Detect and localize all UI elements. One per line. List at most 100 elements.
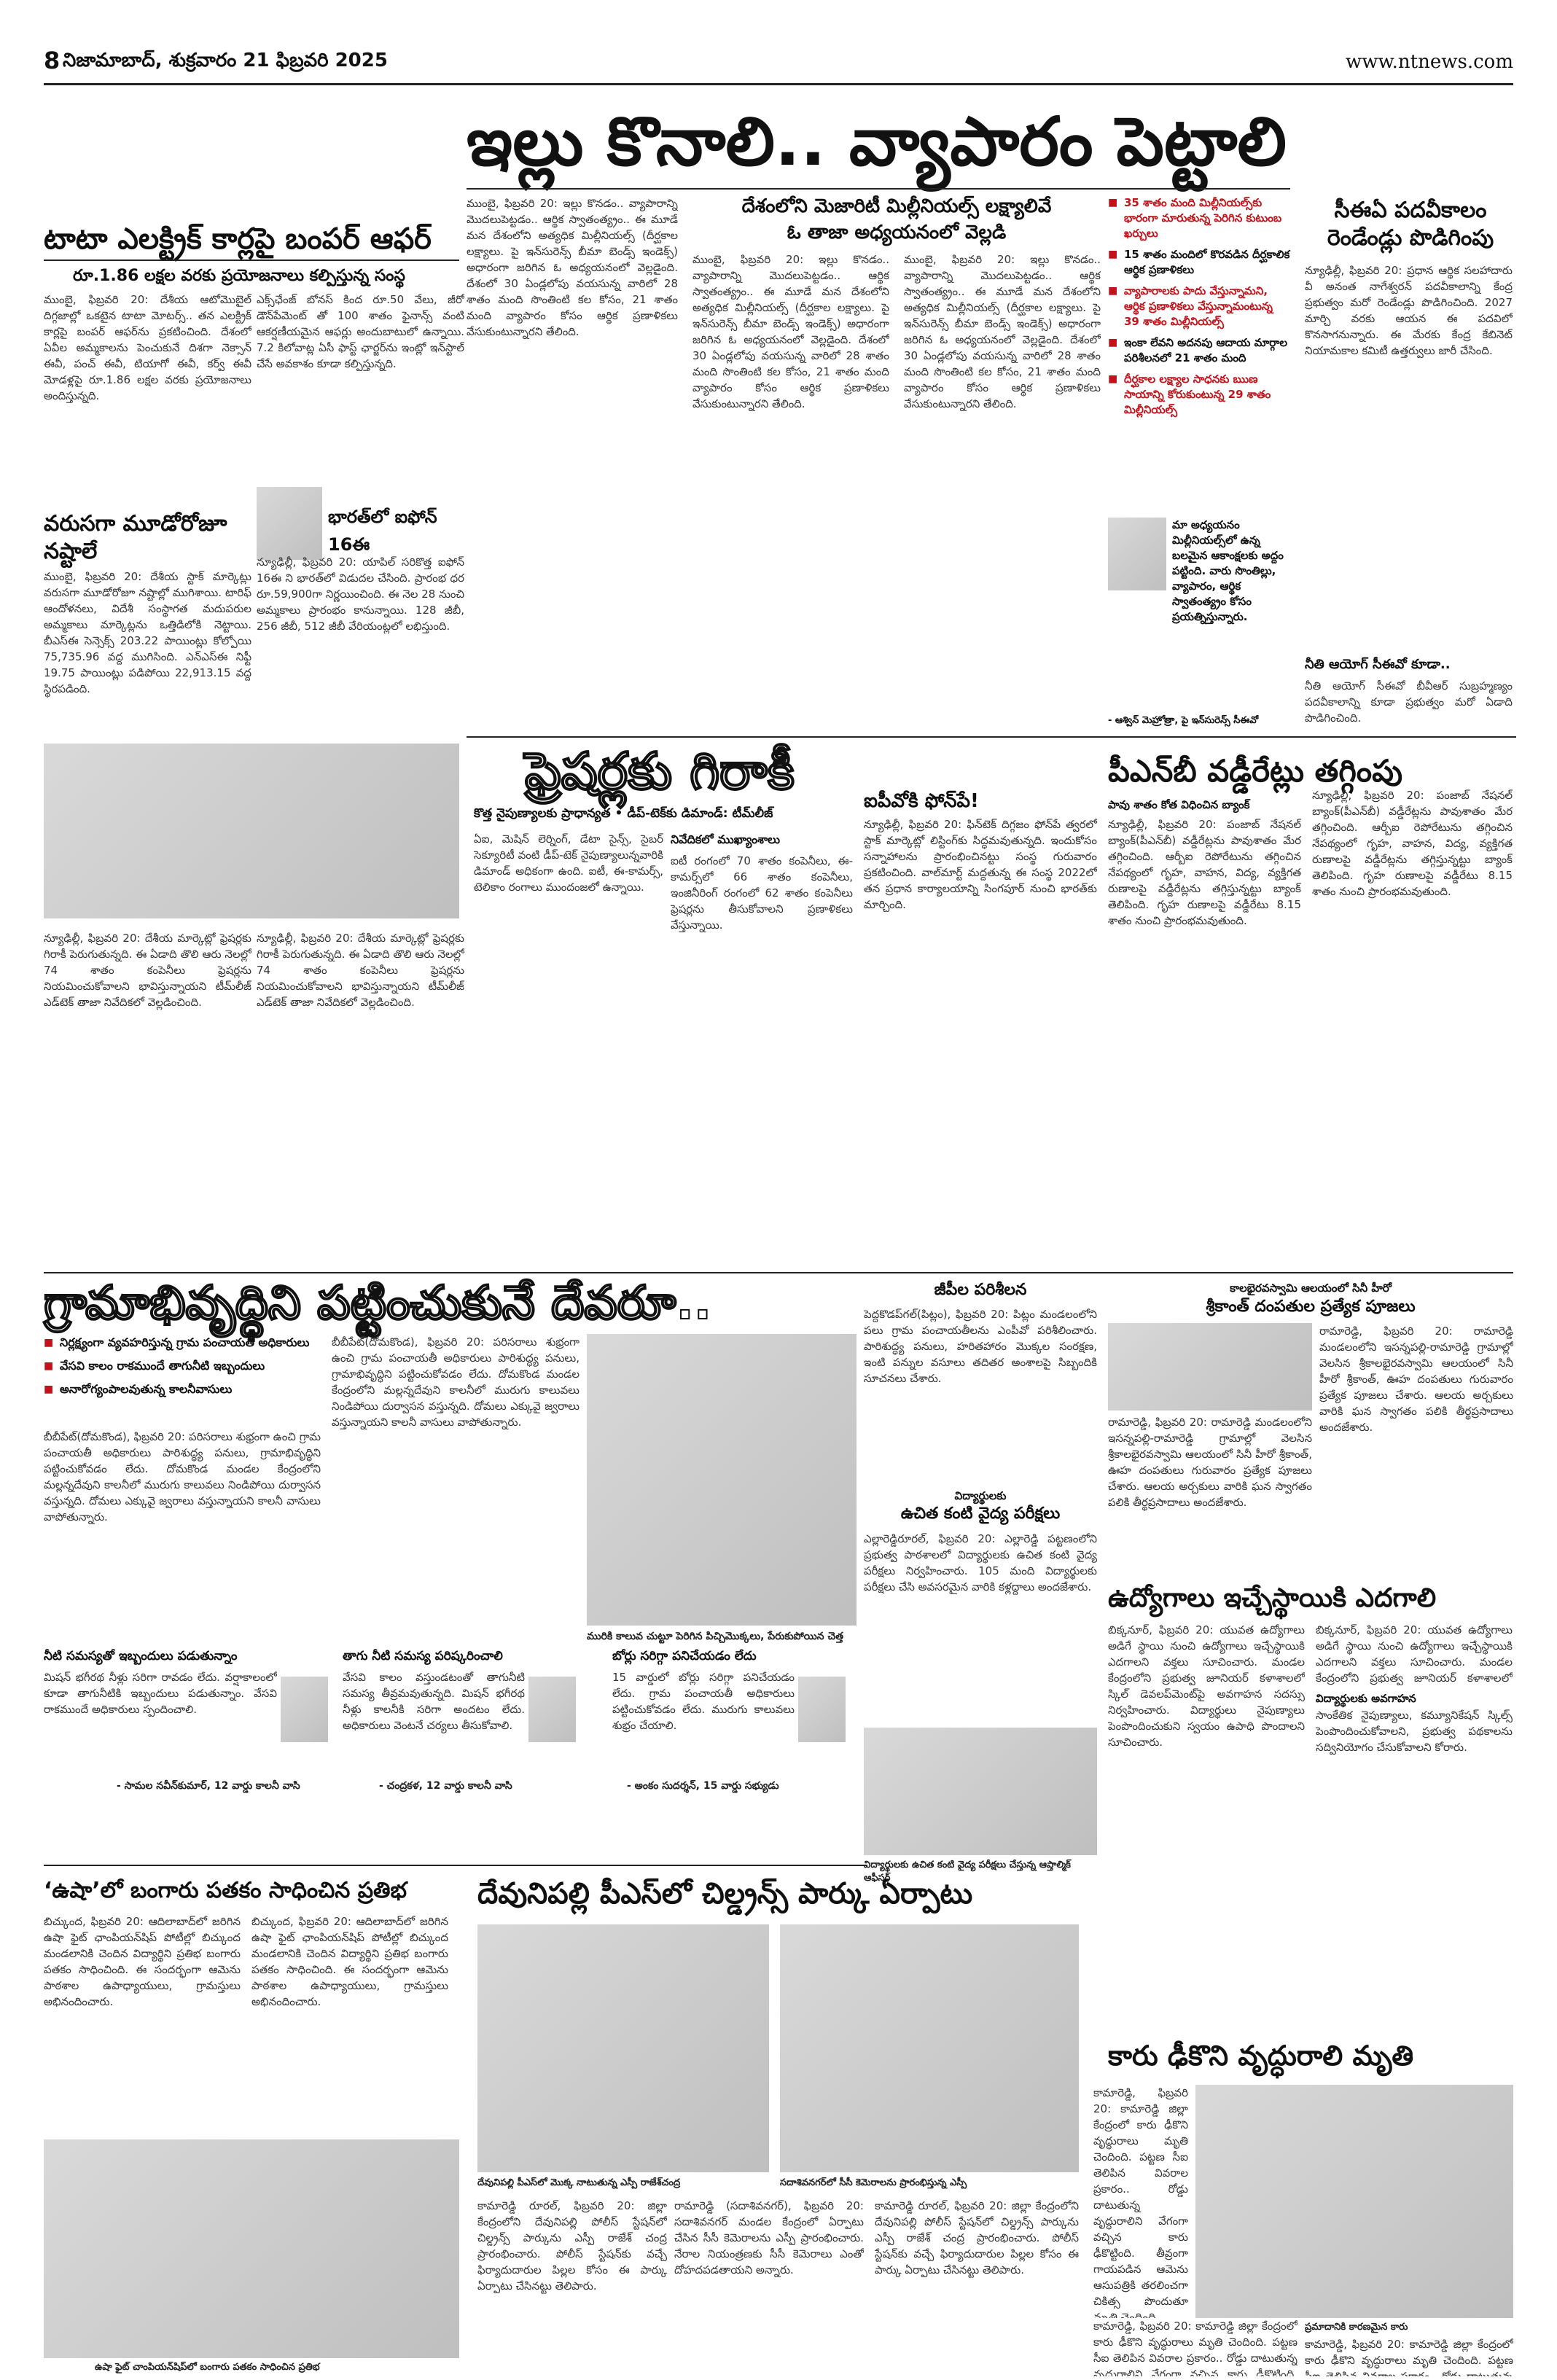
water-by: - సామల నవీన్‌కుమార్, 12 వార్డు కాలనీ వాస… xyxy=(117,1780,300,1792)
accident-headline: కారు ఢీకొని వృద్ధురాలి మృతి xyxy=(1108,2040,1414,2072)
kala-body-col-2: రామారెడ్డి, ఫిబ్రవరి 20: రామారెడ్డి మండల… xyxy=(1319,1324,1513,1434)
lead-bullet: వ్యాపారాలకు పాదు వేస్తున్నామని, ఆర్థిక ప… xyxy=(1108,284,1290,329)
village-bullets: నిర్లక్ష్యంగా వ్యవహరిస్తున్న గ్రామ పంచాయ… xyxy=(44,1334,321,1404)
lead-quote-by: - ఆశ్విన్ మెహ్రోత్రా, పై ఇన్‌సురెన్స్ సీ… xyxy=(1108,715,1259,726)
ipo-body: న్యూఢిల్లీ, ఫిబ్రవరి 20: ఫిన్‌టెక్ దిగ్గ… xyxy=(864,818,1097,911)
lead-bullets-box: 35 శాతం మంది మిల్లీనియల్స్‌కు భారంగా మార… xyxy=(1108,195,1290,516)
iphone-body: న్యూఢిల్లీ, ఫిబ్రవరి 20: యాపిల్ సరికొత్త… xyxy=(257,555,464,633)
park-body-col-2: రామారెడ్డి (సదాశివనగర్), ఫిబ్రవరి 20: సద… xyxy=(674,2199,864,2276)
bore-body: 15 వార్డులో బోర్లు సరిగ్గా పనిచేయడం లేదు… xyxy=(612,1671,795,1732)
lead-photo xyxy=(692,656,1101,736)
iphone-photo xyxy=(257,487,322,560)
usha-body-col-2: బిచ్కుంద, ఫిబ్రవరి 20: ఆదిలాబాద్‌లో జరిగ… xyxy=(251,1915,448,2008)
lead-subhead-2: ఓ తాజా అధ్యయనంలో వెల్లడి xyxy=(787,222,1007,243)
tata-body-col-2: ఎక్స్‌ఛేంజ్ బోనస్ కింద రూ.50 వేలు, జీరో … xyxy=(257,293,464,370)
usha-photo-caption: ఉషా ఫైట్ చాంపియన్‌షిప్‌లో బంగారు పతకం సా… xyxy=(95,2362,320,2373)
tata-body-col-1: ముంబై, ఫిబ్రవరి 20: దేశీయ ఆటోమొబైల్ దిగ్… xyxy=(44,293,251,402)
freshers-body-col-2: న్యూఢిల్లీ, ఫిబ్రవరి 20: దేశీయ మార్కెట్ల… xyxy=(257,932,464,1009)
page-header: 8 నిజామాబాద్, శుక్రవారం 21 ఫిబ్రవరి 2025… xyxy=(44,44,1513,80)
jobs-sub-body: సాంకేతిక నైపుణ్యాలు, కమ్యూనికేషన్ స్కిల్… xyxy=(1316,1709,1513,1754)
water-headline: నీటి సమస్యతో ఇబ్బందులు పడుతున్నాం xyxy=(44,1649,238,1663)
water-body: మిషన్ భగీరథ నీళ్లు సరిగా రావడం లేదు. వర్… xyxy=(44,1671,277,1716)
markets-headline: వరుసగా మూడోరోజూ నష్టాలే xyxy=(44,511,227,564)
park-body-col-1: కామారెడ్డి రూరల్, ఫిబ్రవరి 20: జిల్లా కే… xyxy=(477,2199,667,2293)
accident-body-col-2: కామారెడ్డి, ఫిబ్రవరి 20: కామారెడ్డి జిల్… xyxy=(1093,2319,1298,2376)
section-rule xyxy=(44,1865,867,1866)
kala-body-col-1: రామారెడ్డి, ఫిబ్రవరి 20: రామారెడ్డి మండల… xyxy=(1108,1416,1312,1509)
jobs-body-col-1: బిక్కనూర్, ఫిబ్రవరి 20: యువత ఉద్యోగాలు అ… xyxy=(1108,1623,1305,1749)
drink-body: వేసవి కాలం వస్తుండటంతో తాగునీటి సమస్య తీ… xyxy=(343,1671,525,1732)
eye-kicker: విద్యార్థులకు xyxy=(954,1489,1007,1502)
bore-portrait xyxy=(798,1677,846,1742)
accident-photo-caption: ప్రమాదానికి కారణమైన కారు xyxy=(1305,2322,1408,2333)
lead-body-col-1: ముంబై, ఫిబ్రవరి 20: ఇల్లు కొనడం.. వ్యాపా… xyxy=(467,197,678,338)
village-body-col-1: బీబీపేట్(దోమకొండ), ఫిబ్రవరి 20: పరిసరాలు… xyxy=(44,1430,321,1523)
lead-body-col-2: ముంబై, ఫిబ్రవరి 20: ఇల్లు కొనడం.. వ్యాపా… xyxy=(692,253,889,410)
website-url[interactable]: www.ntnews.com xyxy=(1345,51,1513,73)
usha-body-col-1: బిచ్కుంద, ఫిబ్రవరి 20: ఆదిలాబాద్‌లో జరిగ… xyxy=(44,1915,241,2008)
park-headline: దేవునిపల్లి పీఎస్‌లో చిల్డ్రన్స్ పార్కు … xyxy=(477,1877,973,1911)
park-photo-caption-1: దేవునిపల్లి పీఎస్‌లో మొక్క నాటుతున్న ఎస్… xyxy=(477,2177,681,2188)
kala-photo xyxy=(1108,1323,1312,1411)
cea-headline: సీఈఏ పదవీకాలం రెండేండ్లు పొడిగింపు xyxy=(1327,198,1494,251)
section-rule xyxy=(467,736,1516,738)
date-line: నిజామాబాద్, శుక్రవారం 21 ఫిబ్రవరి 2025 xyxy=(63,50,388,71)
park-body-col-3: కామారెడ్డి రూరల్, ఫిబ్రవరి 20: జిల్లా కే… xyxy=(875,2199,1079,2276)
lead-bullet: ఇంకా లేవని అదనపు ఆదాయ మార్గాల పరిశీలనలో … xyxy=(1108,335,1290,366)
pnb-body-col-1: న్యూఢిల్లీ, ఫిబ్రవరి 20: పంజాబ్ నేషనల్ బ… xyxy=(1108,818,1301,927)
pnb-body-col-2: న్యూఢిల్లీ, ఫిబ్రవరి 20: పంజాబ్ నేషనల్ బ… xyxy=(1312,789,1513,898)
section-rule xyxy=(44,1272,1513,1273)
water-portrait xyxy=(281,1677,328,1742)
jobs-body-col-2: బిక్కనూర్, ఫిబ్రవరి 20: యువత ఉద్యోగాలు అ… xyxy=(1316,1623,1513,1685)
bore-headline: బోర్లు సరిగ్గా పనిచేయడం లేదు xyxy=(612,1649,757,1663)
lead-quote-box: మా అధ్యయనం మిల్లీనియల్స్‌లో ఉన్న బలమైన ఆ… xyxy=(1108,518,1290,736)
pnb-bullet: పావు శాతం కోత విధించిన బ్యాంక్ xyxy=(1108,798,1250,811)
lead-quote: మా అధ్యయనం మిల్లీనియల్స్‌లో ఉన్న బలమైన ఆ… xyxy=(1172,518,1284,623)
header-rule xyxy=(44,83,1513,85)
cea-body: న్యూఢిల్లీ, ఫిబ్రవరి 20: ప్రధాన ఆర్థిక స… xyxy=(1305,264,1513,357)
jp-body: పెద్దకొడప్‌గల్(పిట్లం), ఫిబ్రవరి 20: పిట… xyxy=(864,1308,1097,1385)
niti-body: నీతి ఆయోగ్ సీఈవో బీవీఆర్ సుబ్రహ్మణ్యం పద… xyxy=(1305,679,1513,725)
freshers-box: నివేదికలో ముఖ్యాంశాలు ఐటీ రంగంలో 70 శాతం… xyxy=(671,831,853,1268)
freshers-box-title: నివేదికలో ముఖ్యాంశాలు xyxy=(671,832,781,846)
freshers-headline: ఫ్రెషర్లకు గిరాకీ xyxy=(524,741,795,801)
iphone-headline: భారత్‌లో ఐఫోన్ 16ఈ xyxy=(328,507,437,555)
lead-bullet: 35 శాతం మంది మిల్లీనియల్స్‌కు భారంగా మార… xyxy=(1108,195,1290,241)
drink-headline: తాగు నీటి సమస్య పరిష్కరించాలి xyxy=(343,1649,503,1663)
freshers-photo xyxy=(44,744,459,918)
kala-kicker: కాలభైరవస్వామి ఆలయంలో సినీ హీరో xyxy=(1230,1281,1392,1295)
drink-portrait xyxy=(528,1677,576,1742)
page-number: 8 xyxy=(44,47,61,74)
pnb-headline: పీఎన్‌బీ వడ్డీరేట్లు తగ్గింపు xyxy=(1108,753,1403,789)
freshers-body-col-1: న్యూఢిల్లీ, ఫిబ్రవరి 20: దేశీయ మార్కెట్ల… xyxy=(44,932,251,1009)
ipo-headline: ఐపీవోకి ఫోన్‌పే! xyxy=(864,790,979,812)
usha-photo xyxy=(44,2139,459,2358)
accident-body-col-1: కామారెడ్డి, ఫిబ్రవరి 20: కామారెడ్డి జిల్… xyxy=(1093,2086,1188,2318)
lead-subhead-1: దేశంలోని మెజారిటీ మిల్లీనియల్స్ లక్ష్యాల… xyxy=(741,195,1052,217)
tata-headline: టాటా ఎలక్ట్రిక్ కార్లపై బంపర్ ఆఫర్ xyxy=(44,222,432,256)
markets-body: ముంబై, ఫిబ్రవరి 20: దేశీయ స్టాక్ మార్కెట… xyxy=(44,570,251,695)
park-photo-caption-2: సదాశివనగర్‌లో సీసీ కెమెరాలను ప్రారంభిస్త… xyxy=(780,2177,967,2188)
lead-headline: ఇల్లు కొనాలి.. వ్యాపారం పెట్టాలి xyxy=(467,103,1287,181)
lead-bullet: 15 శాతం మందిలో కొరవడిన దీర్ఘకాలిక ఆర్థిక… xyxy=(1108,247,1290,278)
jp-headline: జీపీల పరిశీలన xyxy=(934,1281,1027,1299)
accident-body-col-3: కామారెడ్డి, ఫిబ్రవరి 20: కామారెడ్డి జిల్… xyxy=(1305,2338,1513,2376)
village-photo-caption: మురికి కాలువ చుట్టూ పెరిగిన పిచ్చిమొక్కల… xyxy=(587,1631,844,1642)
eye-headline: ఉచిత కంటి వైద్య పరీక్షలు xyxy=(900,1505,1061,1523)
village-body-col-2: బీబీపేట్(దోమకొండ), ఫిబ్రవరి 20: పరిసరాలు… xyxy=(332,1335,580,1429)
freshers-body-col-3: ఏఐ, మెషిన్ లెర్నింగ్, డేటా సైన్స్, సైబర్… xyxy=(474,832,663,894)
freshers-subhead: కొత్త నైపుణ్యాలకు ప్రాధాన్యత • డీప్-టెక్… xyxy=(474,806,773,821)
lead-bullet: దీర్ఘకాల లక్ష్యాల సాధనకు ఋణ సాయాన్ని కోర… xyxy=(1108,372,1290,418)
kala-headline: శ్రీకాంత్ దంపతుల ప్రత్యేక పూజలు xyxy=(1206,1298,1416,1316)
drink-by: - చంద్రకళ, 12 వార్డు కాలనీ వాసి xyxy=(379,1780,512,1792)
freshers-box-body: ఐటీ రంగంలో 70 శాతం కంపెనీలు, ఈ-కామర్స్‌ల… xyxy=(671,854,853,932)
park-photo-1 xyxy=(477,1924,769,2172)
village-bullet: వేసవి కాలం రాకముందే తాగునీటి ఇబ్బందులు xyxy=(44,1357,321,1375)
park-photo-2 xyxy=(780,1924,1079,2172)
tata-rule xyxy=(44,260,459,261)
tata-subhead: రూ.1.86 లక్షల వరకు ప్రయోజనాలు కల్పిస్తున… xyxy=(73,267,405,285)
village-headline: గ్రామాభివృద్ధిని పట్టించుకునే దేవరూ.. xyxy=(43,1276,712,1331)
accident-photo xyxy=(1195,2085,1513,2318)
eye-body: ఎల్లారెడ్డిరూరల్, ఫిబ్రవరి 20: ఎల్లారెడ్… xyxy=(864,1532,1097,1593)
jobs-headline: ఉద్యోగాలు ఇచ్చేస్థాయికి ఎదగాలి xyxy=(1108,1583,1437,1613)
